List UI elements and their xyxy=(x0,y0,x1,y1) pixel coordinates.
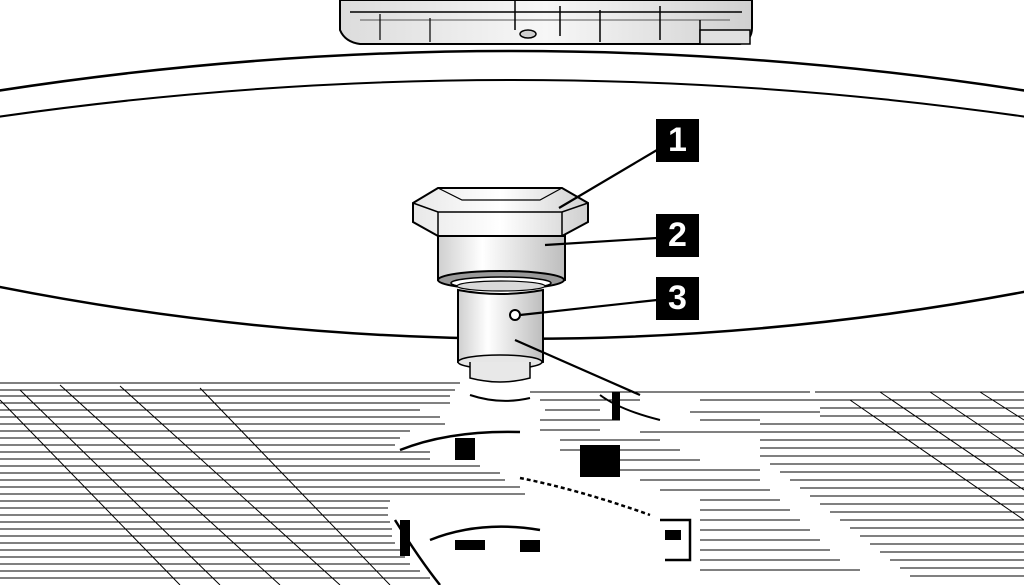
callout-1: 1 xyxy=(656,119,699,162)
leader-line-1 xyxy=(558,149,658,209)
leader-lines xyxy=(514,149,658,397)
leader-line-4 xyxy=(514,338,641,397)
hex-nut xyxy=(412,187,589,237)
leader-line-3 xyxy=(519,298,658,317)
collar xyxy=(437,235,566,292)
set-screw xyxy=(509,309,521,321)
leader-line-2 xyxy=(544,236,658,247)
callout-3: 3 xyxy=(656,277,699,320)
callout-2: 2 xyxy=(656,214,699,257)
shaft xyxy=(457,288,544,383)
top-housing xyxy=(339,0,753,45)
lower-hatched-region xyxy=(0,382,1024,585)
lower-dark-blocks xyxy=(400,392,681,556)
